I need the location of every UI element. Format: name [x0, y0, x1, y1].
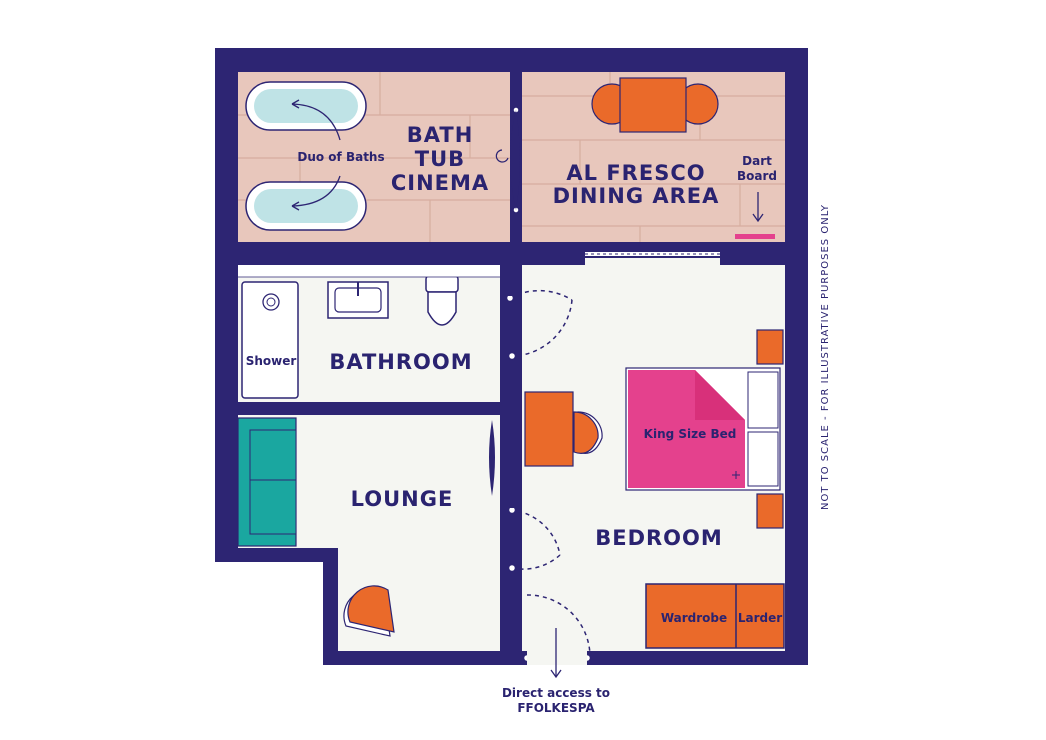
lounge-chair	[343, 585, 395, 637]
tv-screen	[489, 420, 495, 496]
shower	[241, 281, 299, 399]
dart-arrow-head	[752, 213, 764, 223]
king-size-bed	[625, 367, 781, 491]
lounge-label: LOUNGE	[351, 487, 454, 511]
direct-access-label: Direct access to FFOLKESPA	[480, 686, 632, 716]
al-fresco-label-1: AL FRESCO	[566, 161, 705, 185]
shower-label: Shower	[246, 354, 297, 368]
divider-door	[510, 110, 520, 210]
bedside-table-bottom	[756, 493, 784, 529]
toilet	[425, 275, 459, 326]
direct-access-line-2: FFOLKESPA	[517, 701, 595, 715]
bedside-table-top	[756, 329, 784, 365]
entrance-gap	[527, 651, 587, 665]
bath-tub-cinema-label-1: BATH	[407, 123, 474, 147]
not-to-scale-note: NOT TO SCALE - FOR ILLUSTRATIVE PURPOSES…	[820, 203, 831, 510]
wardrobe-larder	[645, 583, 785, 649]
sofa	[237, 417, 297, 547]
dart-board	[735, 234, 775, 239]
lounge-floor	[238, 415, 500, 651]
bathtub-bottom	[245, 181, 367, 231]
bedroom-floor-patch	[522, 265, 585, 267]
bath-arrows	[291, 99, 341, 211]
door-rotation-arrow	[495, 149, 509, 163]
dart-board-label: Dart	[742, 154, 772, 168]
bath-tub-cinema-label-2: TUB	[415, 147, 465, 171]
king-size-bed-label: King Size Bed	[644, 427, 737, 441]
dining-set	[591, 77, 719, 133]
interior-walls	[238, 72, 785, 665]
desk-and-chair	[524, 391, 603, 467]
access-arrow-head	[550, 669, 562, 679]
bedroom-label: BEDROOM	[595, 526, 723, 550]
duo-of-baths-label: Duo of Baths	[297, 150, 384, 164]
wardrobe-label: Wardrobe	[661, 611, 727, 625]
al-fresco-label-2: DINING AREA	[553, 184, 720, 208]
direct-access-line-1: Direct access to	[501, 686, 611, 700]
bathroom-label: BATHROOM	[329, 350, 472, 374]
door-arcs	[509, 289, 591, 659]
bath-tub-cinema-label-3: CINEMA	[391, 171, 489, 195]
larder-label: Larder	[738, 611, 782, 625]
bathroom-white-strip	[238, 265, 500, 277]
dart-board-label-2: Board	[737, 169, 777, 183]
sink	[327, 281, 389, 319]
